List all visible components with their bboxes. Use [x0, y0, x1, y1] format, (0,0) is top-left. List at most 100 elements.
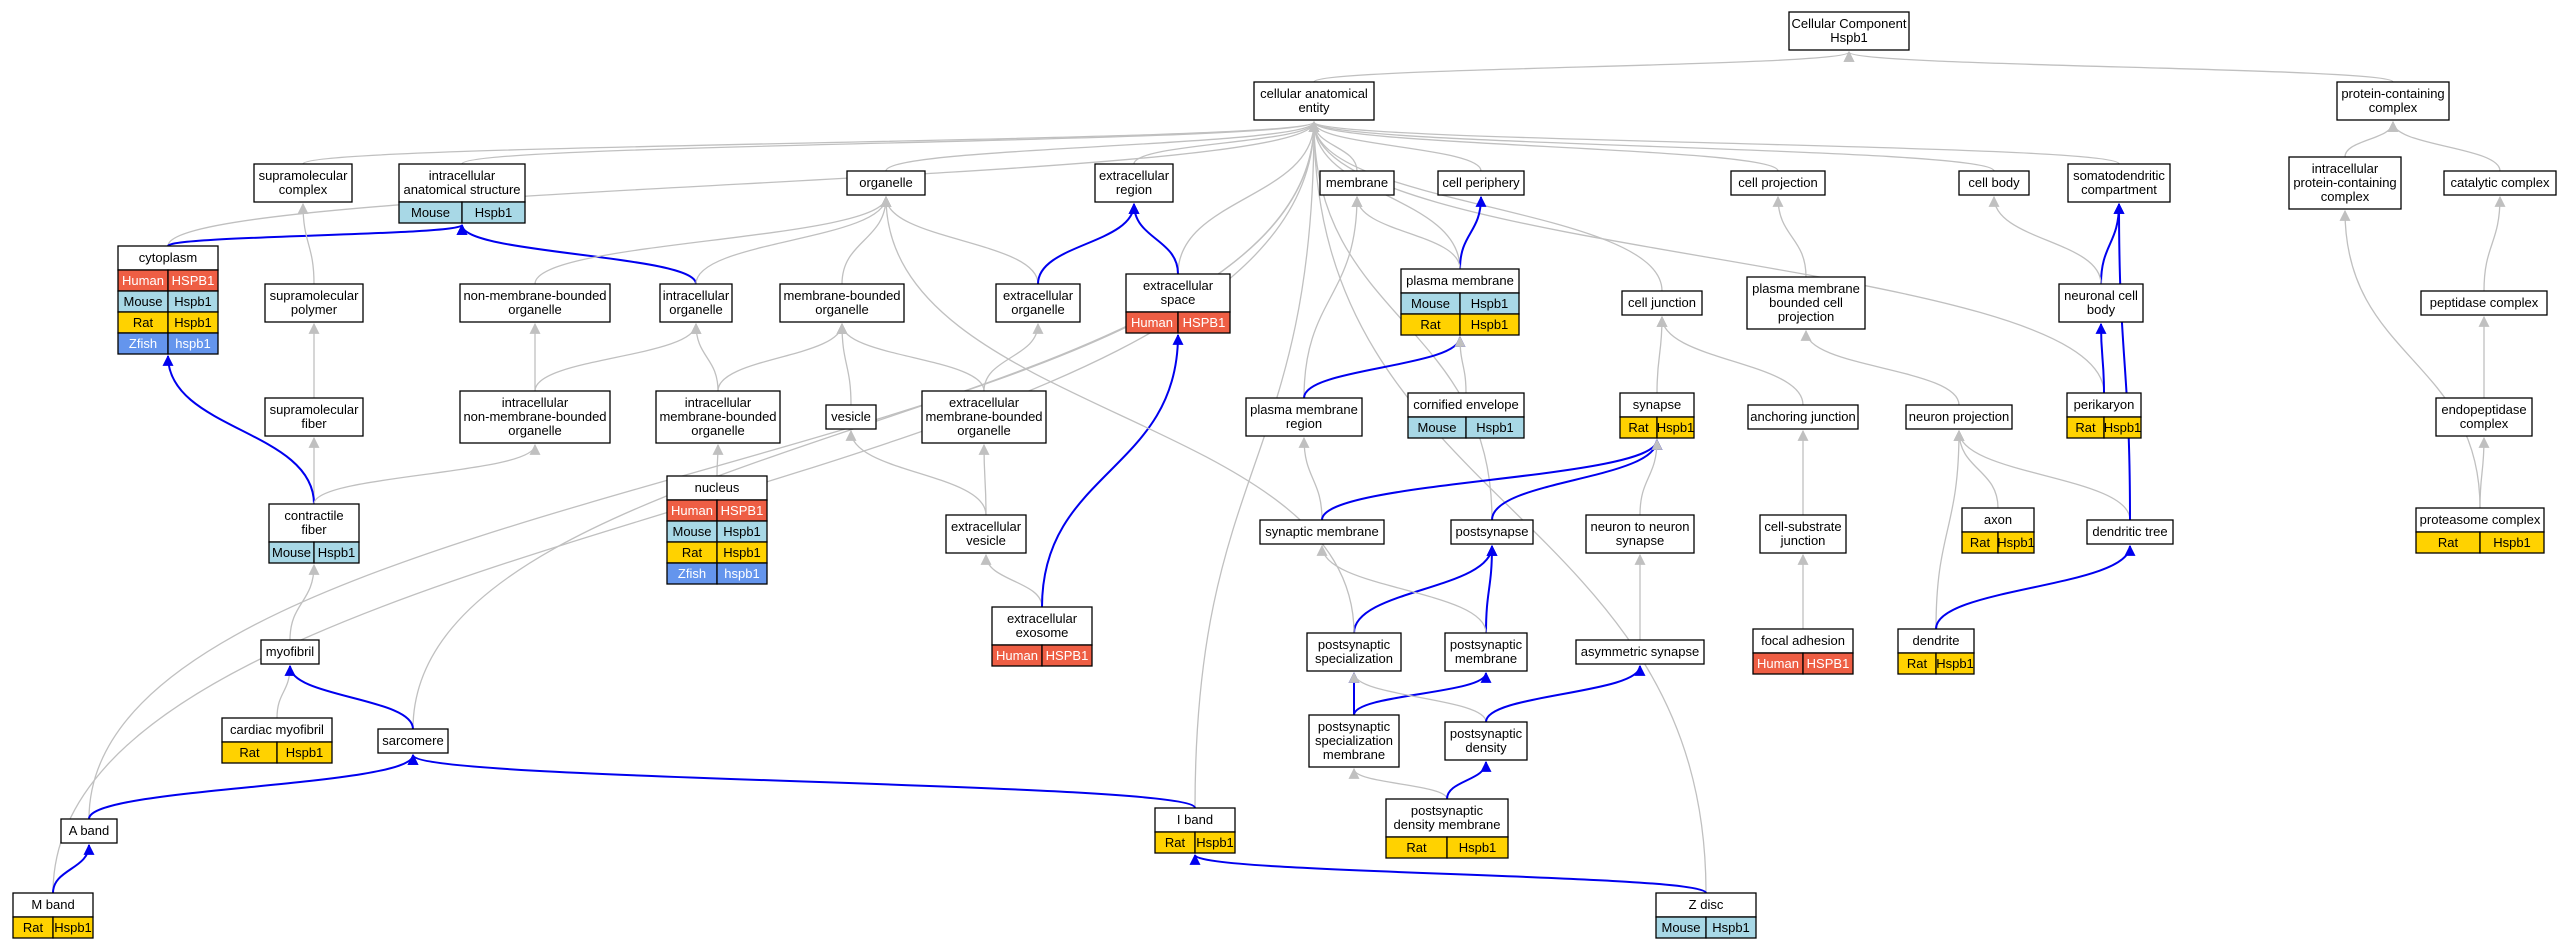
node-box — [1407, 392, 1525, 418]
node-inmbo[interactable]: intracellularnon-membrane-boundedorganel… — [459, 390, 611, 444]
badge-gene-label: Hspb1 — [1196, 835, 1234, 850]
edge-ias-to-cae — [461, 120, 1320, 165]
node-np[interactable]: neuron projection — [1905, 404, 2013, 430]
node-catc[interactable]: catalytic complex — [2443, 170, 2557, 196]
node-cper[interactable]: cell periphery — [1437, 170, 1525, 196]
node-label-line: cell-substrate — [1764, 519, 1841, 534]
node-cbody[interactable]: cell body — [1958, 170, 2030, 196]
badge-species-label: Zfish — [129, 336, 157, 351]
node-dtree[interactable]: dendritic tree — [2086, 519, 2174, 545]
edge-ncb-to-cbody — [1988, 195, 2102, 285]
edge-mbo-to-org — [841, 195, 892, 285]
edge-exexo-to-exs — [1041, 333, 1184, 608]
edge-pcc-to-root — [1843, 50, 2394, 83]
node-label-line: fiber — [301, 522, 327, 537]
edge-cyto-to-cae — [167, 120, 1320, 247]
node-pepc[interactable]: peptidase complex — [2420, 290, 2548, 316]
node-mem[interactable]: membrane — [1319, 170, 1395, 196]
node-label-line: neuron projection — [1909, 409, 2009, 424]
node-box — [779, 283, 905, 323]
badge-gene-label: Hspb1 — [1459, 840, 1497, 855]
node-asyn[interactable]: asymmetric synapse — [1575, 639, 1705, 665]
node-label-line: organelle — [508, 302, 562, 317]
node-cj[interactable]: cell junction — [1621, 290, 1703, 316]
node-myo[interactable]: myofibril — [260, 639, 320, 665]
node-cproj[interactable]: cell projection — [1730, 170, 1826, 196]
edge-ves-to-mbo — [836, 322, 852, 406]
node-aj[interactable]: anchoring junction — [1747, 404, 1859, 430]
edge-pss-to-post — [1353, 544, 1498, 634]
node-box — [945, 514, 1027, 554]
node-label-line: dendritic tree — [2092, 524, 2167, 539]
node-label-line: postsynaptic — [1450, 726, 1523, 741]
node-box — [1444, 632, 1528, 672]
node-sarc[interactable]: sarcomere — [377, 728, 449, 754]
node-box — [2067, 163, 2171, 203]
node-aband[interactable]: A band — [60, 818, 118, 844]
node-label-line: postsynaptic — [1318, 719, 1391, 734]
node-post[interactable]: postsynapse — [1450, 519, 1534, 545]
badge-gene-label: Hspb1 — [723, 545, 761, 560]
node-label-line: focal adhesion — [1761, 633, 1845, 648]
edge-smp-to-smc — [297, 202, 315, 285]
node-label-line: body — [2087, 302, 2116, 317]
node-box — [1747, 404, 1859, 430]
node-box — [377, 728, 449, 754]
badge-species-label: Mouse — [411, 205, 450, 220]
node-synm[interactable]: synaptic membrane — [1259, 519, 1385, 545]
edge-pmr-to-mem — [1303, 195, 1363, 399]
node-label-line: cell periphery — [1442, 175, 1520, 190]
node-ves[interactable]: vesicle — [825, 404, 877, 430]
node-org[interactable]: organelle — [846, 170, 926, 196]
edge-ipcc-to-pcc — [2344, 120, 2399, 158]
node-label-line: polymer — [291, 302, 338, 317]
node-label-line: postsynaptic — [1450, 637, 1523, 652]
edge-exs-to-exr — [1128, 202, 1179, 275]
